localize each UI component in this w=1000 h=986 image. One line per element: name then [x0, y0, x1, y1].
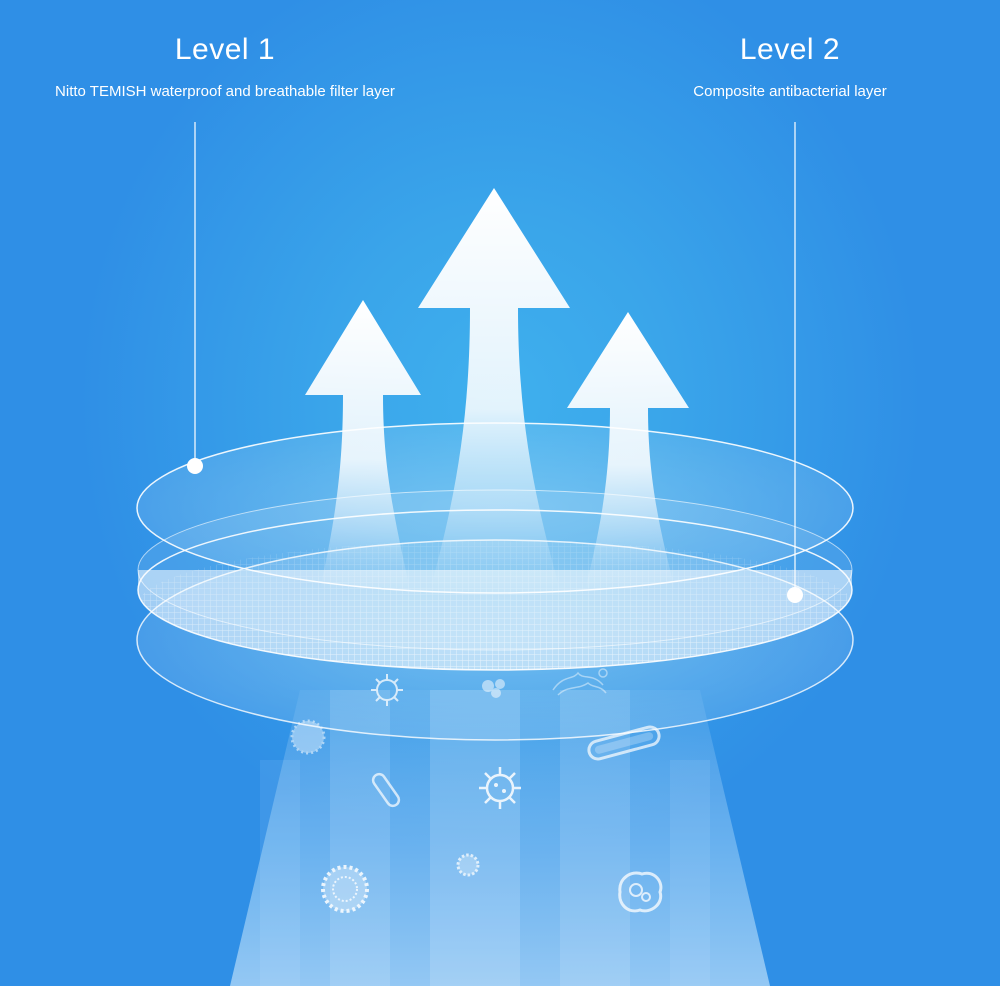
level-2-title: Level 2: [739, 33, 841, 66]
bacteria-icon: [618, 871, 663, 913]
pollen-icon: [290, 719, 326, 755]
level-2-pointer: [787, 122, 803, 603]
arrow-up-icon: [418, 188, 570, 590]
arrow-up-icon: [305, 300, 421, 590]
mold-icon: [552, 668, 608, 696]
arrow-up-icon: [567, 312, 689, 590]
level-1-subtitle: Nitto TEMISH waterproof and breathable f…: [55, 83, 395, 100]
level-1-label: Level 1 Nitto TEMISH waterproof and brea…: [20, 32, 430, 102]
virus-icon: [456, 853, 480, 877]
virus-icon: [321, 865, 369, 913]
virus-icon: [371, 674, 403, 706]
pollen-icon: [482, 679, 505, 698]
bacteria-icon: [371, 772, 401, 808]
virus-icon: [479, 767, 521, 809]
level-2-subtitle: Composite antibacterial layer: [693, 83, 887, 100]
light-beams: [230, 690, 770, 986]
bacteria-icon: [587, 725, 661, 761]
level-1-title: Level 1: [174, 33, 276, 66]
level-1-pointer: [187, 122, 203, 474]
level-2-label: Level 2 Composite antibacterial layer: [640, 32, 940, 102]
airflow-arrows: [305, 188, 689, 590]
